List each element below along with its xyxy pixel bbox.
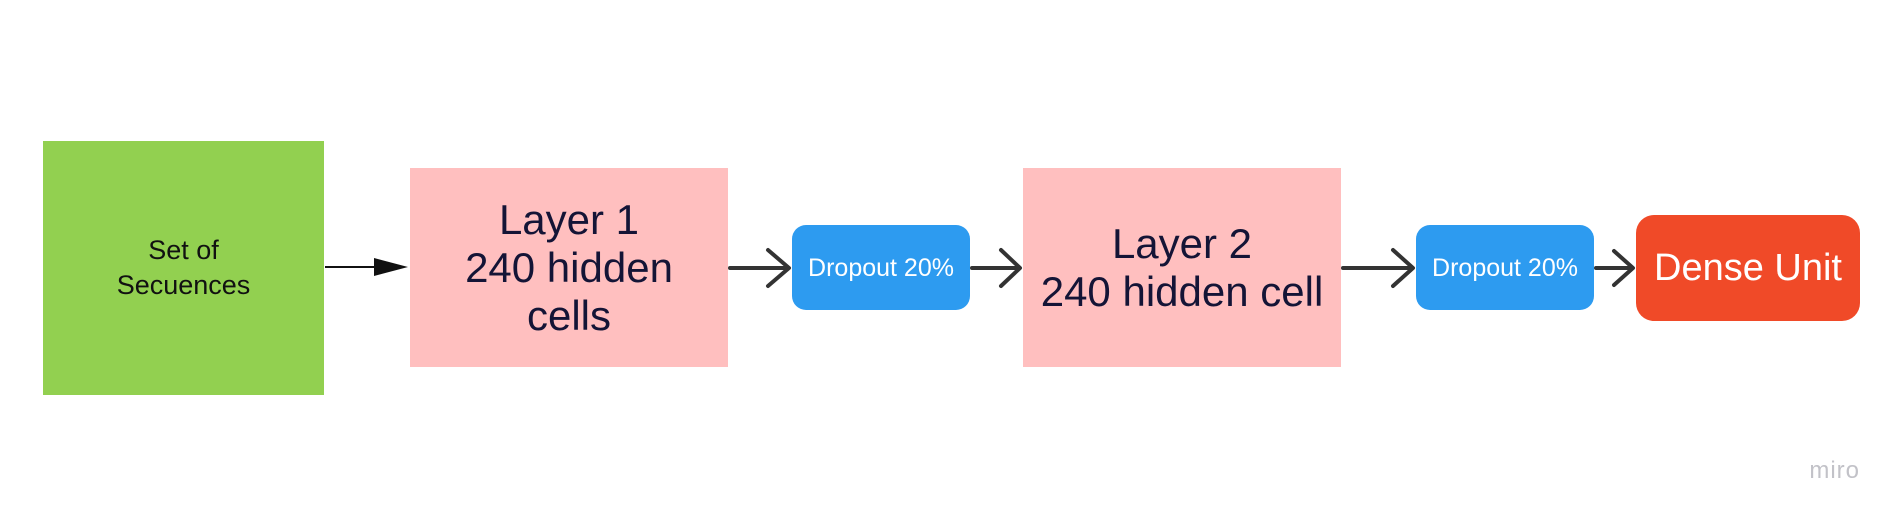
node-dropout-2[interactable]: Dropout 20% — [1416, 225, 1594, 310]
node-dropout-2-label: Dropout 20% — [1432, 253, 1578, 282]
node-input-sequences[interactable]: Set of Secuences — [43, 141, 324, 395]
miro-watermark: miro — [1809, 457, 1860, 484]
node-layer-2[interactable]: Layer 2 240 hidden cell — [1023, 168, 1341, 367]
edge-dropout2-to-dense — [1594, 249, 1635, 287]
node-dropout-1-label: Dropout 20% — [808, 253, 954, 282]
node-dense-unit-label: Dense Unit — [1654, 247, 1842, 289]
node-dense-unit[interactable]: Dense Unit — [1636, 215, 1860, 321]
edge-layer2-to-dropout2 — [1341, 248, 1415, 288]
node-layer-1[interactable]: Layer 1 240 hidden cells — [410, 168, 728, 367]
edge-layer1-to-dropout1 — [728, 248, 791, 288]
node-layer-1-label: Layer 1 240 hidden cells — [465, 195, 673, 339]
node-input-label: Set of Secuences — [116, 235, 251, 300]
node-layer-2-label: Layer 2 240 hidden cell — [1040, 219, 1324, 315]
edge-input-to-layer1 — [325, 258, 408, 276]
edge-dropout1-to-layer2 — [970, 248, 1022, 288]
node-dropout-1[interactable]: Dropout 20% — [792, 225, 970, 310]
